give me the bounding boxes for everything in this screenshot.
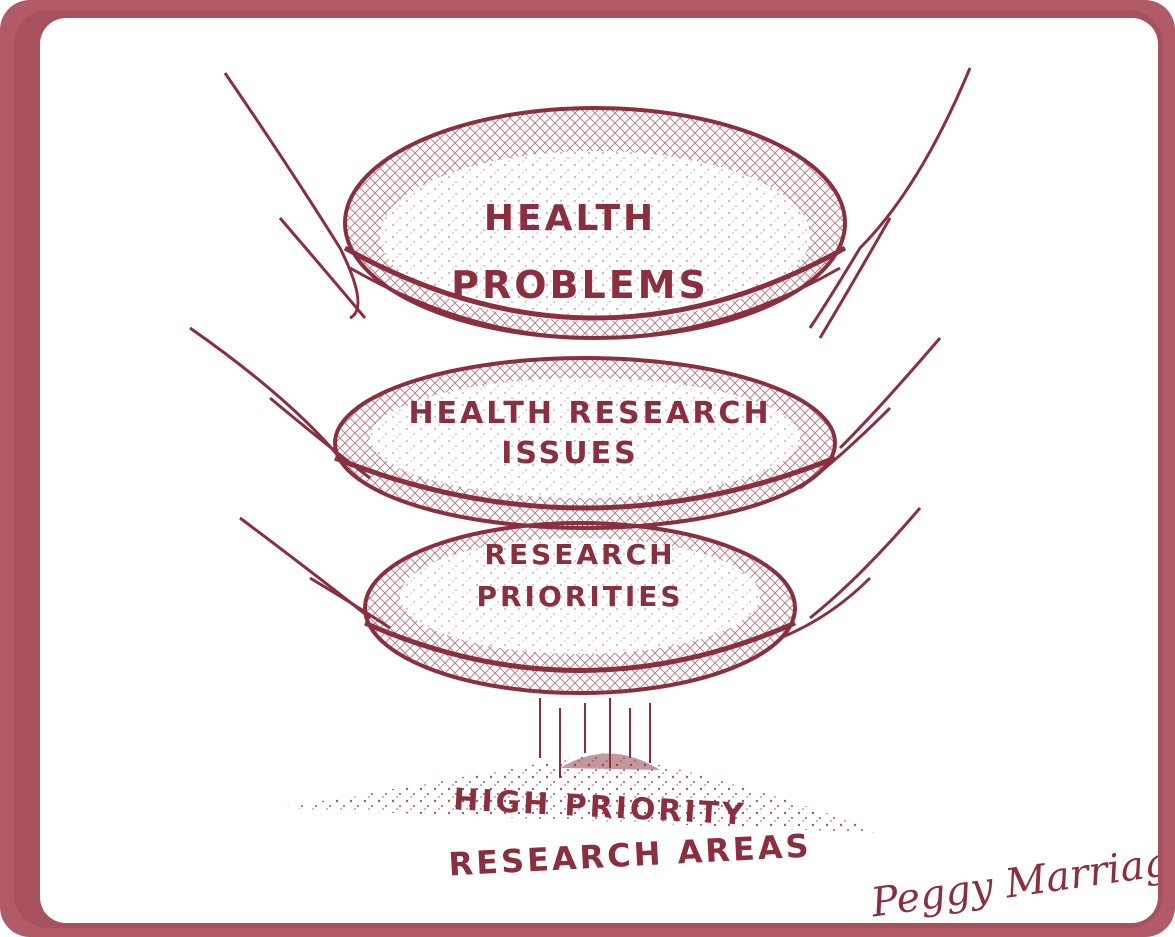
sieve-2-label-line2: ISSUES [501, 436, 639, 471]
falling-grains [539, 698, 651, 778]
sieve-bottom [363, 521, 797, 695]
sieve-top [343, 106, 847, 340]
sieve-3-label-line2: PRIORITIES [476, 580, 684, 613]
hands [189, 67, 972, 640]
grain-pile [280, 753, 880, 833]
sieve-1-label-line2: PROBLEMS [451, 263, 709, 307]
sieve-illustration [189, 67, 972, 833]
sieve-1-label-line1: HEALTH [483, 198, 657, 239]
sieve-2-label-line1: HEALTH RESEARCH [408, 396, 772, 431]
sieve-middle [333, 356, 837, 530]
sieve-3-label-line1: RESEARCH [484, 538, 676, 571]
illustration-panel: HEALTH PROBLEMS HEALTH RESEARCH ISSUES R… [40, 18, 1158, 923]
